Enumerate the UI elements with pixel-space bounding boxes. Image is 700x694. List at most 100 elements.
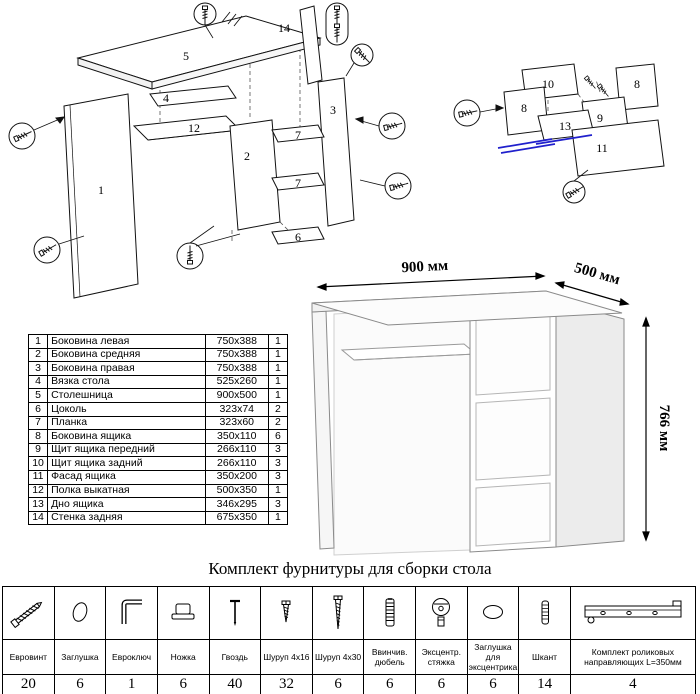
nail-icon <box>229 599 240 626</box>
table-row: 12 Полка выкатная 500x350 1 <box>27 483 289 499</box>
hardware-item-name: Заглушка <box>54 640 106 675</box>
screw-icon <box>281 600 291 623</box>
part-qty: 1 <box>267 510 289 526</box>
part-size: 350x200 <box>204 469 269 485</box>
foot-icon <box>171 603 195 620</box>
screw-long-icon <box>333 595 343 630</box>
part-label-7a: 7 <box>295 128 301 142</box>
hardware-item-name: Ввинчив. дюбель <box>364 640 415 675</box>
part-number: 10 <box>27 456 49 471</box>
cap-icon <box>72 602 88 622</box>
part-label-5: 5 <box>183 49 189 63</box>
part-qty: 1 <box>267 334 289 349</box>
part-number: 9 <box>27 442 49 458</box>
hardware-item-icon <box>157 587 209 640</box>
hardware-item: Комплект роликовых направляющих L=350мм … <box>569 587 695 694</box>
hardware-item-name: Евровинт <box>3 640 54 675</box>
hardware-item-name: Ножка <box>157 640 209 675</box>
part-name: Боковина правая <box>47 361 206 376</box>
part-name: Полка выкатная <box>47 483 206 499</box>
part-number: 1 <box>27 334 49 349</box>
wood-dowel-icon <box>541 600 549 625</box>
exploded-desk-diagram: 5 14 1 4 12 2 3 7 7 6 <box>8 2 412 299</box>
part-qty: 1 <box>267 388 289 403</box>
part-label-14: 14 <box>278 21 290 35</box>
hardware-item-name: Шуруп 4х30 <box>312 640 364 675</box>
part-qty: 3 <box>267 456 289 471</box>
part-qty: 1 <box>267 483 289 499</box>
table-row: 7 Планка 323x60 2 <box>27 415 289 431</box>
hardware-item: Ножка 6 <box>156 587 209 694</box>
table-row: 5 Столешница 900x500 1 <box>27 388 289 403</box>
part-label-10: 10 <box>542 77 554 91</box>
hardware-item-icon <box>261 587 312 640</box>
part-name: Вязка стола <box>47 374 206 390</box>
part-number: 11 <box>27 469 49 485</box>
hardware-item: Эксцентр. стяжка 6 <box>415 587 467 694</box>
drawer-slide-icon <box>584 600 682 624</box>
hardware-item-qty: 40 <box>227 676 243 692</box>
part-label-8b: 8 <box>634 77 640 91</box>
hardware-kit-table: Евровинт 20 Заглушка 6 Евроключ 1 <box>2 586 696 694</box>
part-size: 350x110 <box>204 429 269 444</box>
hardware-item-name: Заглушка для эксцентрика <box>467 640 519 675</box>
hardware-item-qty: 32 <box>278 676 294 692</box>
part-size: 750x388 <box>204 334 269 349</box>
hardware-item-qty: 6 <box>179 676 187 692</box>
hardware-item-qty: 14 <box>537 676 553 692</box>
part-qty: 3 <box>267 442 289 458</box>
hardware-item-name: Евроключ <box>106 640 157 675</box>
part-name: Цоколь <box>47 401 206 417</box>
part-size: 675x350 <box>204 510 269 526</box>
table-row: 11 Фасад ящика 350x200 3 <box>27 469 289 485</box>
hardware-item: Шуруп 4х16 32 <box>260 587 312 694</box>
assembled-desk-drawing <box>311 290 625 556</box>
part-size: 346x295 <box>204 497 269 512</box>
part-label-4: 4 <box>163 91 169 105</box>
table-row: 6 Цоколь 323x74 2 <box>27 401 289 417</box>
hardware-item-icon <box>364 587 415 640</box>
part-name: Столешница <box>47 388 206 403</box>
hardware-item-qty: 1 <box>127 676 136 692</box>
hardware-item-icon <box>467 587 519 640</box>
parts-list-body: 1 Боковина левая 750x388 1 2 Боковина ср… <box>27 334 289 526</box>
part-size: 500x350 <box>204 483 269 499</box>
hardware-item-qty: 20 <box>20 676 36 692</box>
hardware-item-qty: 6 <box>489 676 497 692</box>
hardware-item: Гвоздь 40 <box>208 587 261 694</box>
hardware-item-icon <box>54 587 106 640</box>
hardware-item-icon <box>106 587 157 640</box>
part-name: Боковина средняя <box>47 347 206 363</box>
table-row: 2 Боковина средняя 750x388 1 <box>27 347 289 363</box>
hardware-item-icon <box>416 587 467 640</box>
part-name: Щит ящика передний <box>47 442 206 458</box>
hardware-item-qty: 6 <box>437 676 446 692</box>
part-qty: 1 <box>267 361 289 376</box>
assembly-diagrams-art: 5 14 1 4 12 2 3 7 7 6 <box>8 2 672 556</box>
hardware-item-name: Эксцентр. стяжка <box>416 640 467 675</box>
euro-screw-icon <box>10 601 43 629</box>
part-number: 13 <box>27 497 49 512</box>
part-number: 4 <box>27 374 49 390</box>
part-label-7b: 7 <box>295 176 301 190</box>
part-label-13: 13 <box>559 119 571 133</box>
hardware-item-qty: 4 <box>629 676 637 692</box>
part-qty: 3 <box>267 469 289 485</box>
drawer-hardware-callouts <box>453 75 611 204</box>
hardware-item-name: Гвоздь <box>209 640 261 675</box>
exploded-drawer-diagram: 10 8 8 9 13 11 <box>453 63 665 204</box>
part-label-8a: 8 <box>521 101 527 115</box>
hardware-item: Заглушка 6 <box>53 587 106 694</box>
part-qty: 1 <box>267 347 289 363</box>
part-name: Дно ящика <box>47 497 206 512</box>
part-number: 7 <box>27 415 49 431</box>
cam-cap-icon <box>482 605 503 619</box>
hardware-item-icon <box>519 587 570 640</box>
part-size: 323x60 <box>204 415 269 431</box>
part-size: 750x388 <box>204 361 269 376</box>
hardware-item-icon <box>209 587 261 640</box>
hardware-item-name: Комплект роликовых направляющих L=350мм <box>570 640 695 675</box>
part-name: Боковина ящика <box>47 429 206 444</box>
part-size: 525x260 <box>204 374 269 390</box>
